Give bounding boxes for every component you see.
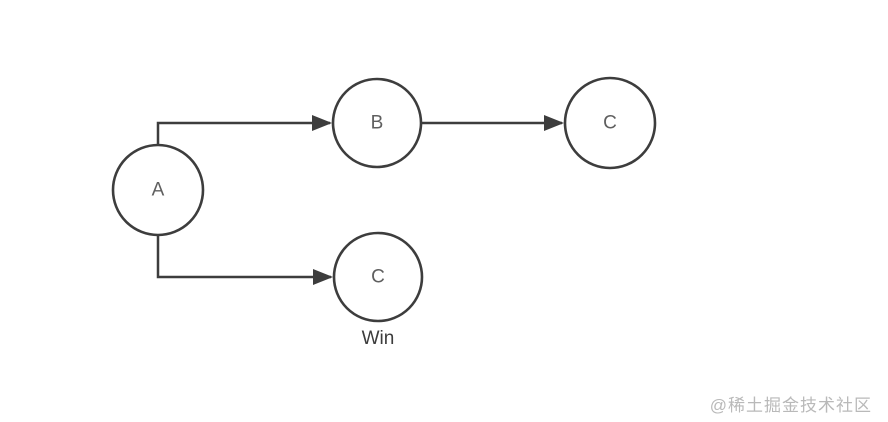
- edge-A-to-B: [156, 114, 333, 145]
- edge-A-to-C2: [156, 235, 334, 285]
- node-circle-B: [331, 77, 423, 169]
- node-C2: C Win: [332, 231, 424, 349]
- node-B: B: [331, 77, 423, 169]
- node-label-A: A: [152, 180, 165, 201]
- node-A: A: [111, 143, 205, 237]
- node-caption-C2: Win: [362, 328, 395, 349]
- node-label-C2: C: [371, 267, 385, 288]
- edges-layer: [156, 114, 565, 285]
- node-circle-C2: [332, 231, 424, 323]
- node-label-B: B: [371, 113, 384, 134]
- node-circle-A: [111, 143, 205, 237]
- node-C1: C: [563, 76, 657, 170]
- node-circle-C1: [563, 76, 657, 170]
- watermark-text: @稀土掘金技术社区: [709, 396, 872, 415]
- node-label-C1: C: [603, 113, 617, 134]
- nodes-layer: A B C C Win: [111, 76, 657, 349]
